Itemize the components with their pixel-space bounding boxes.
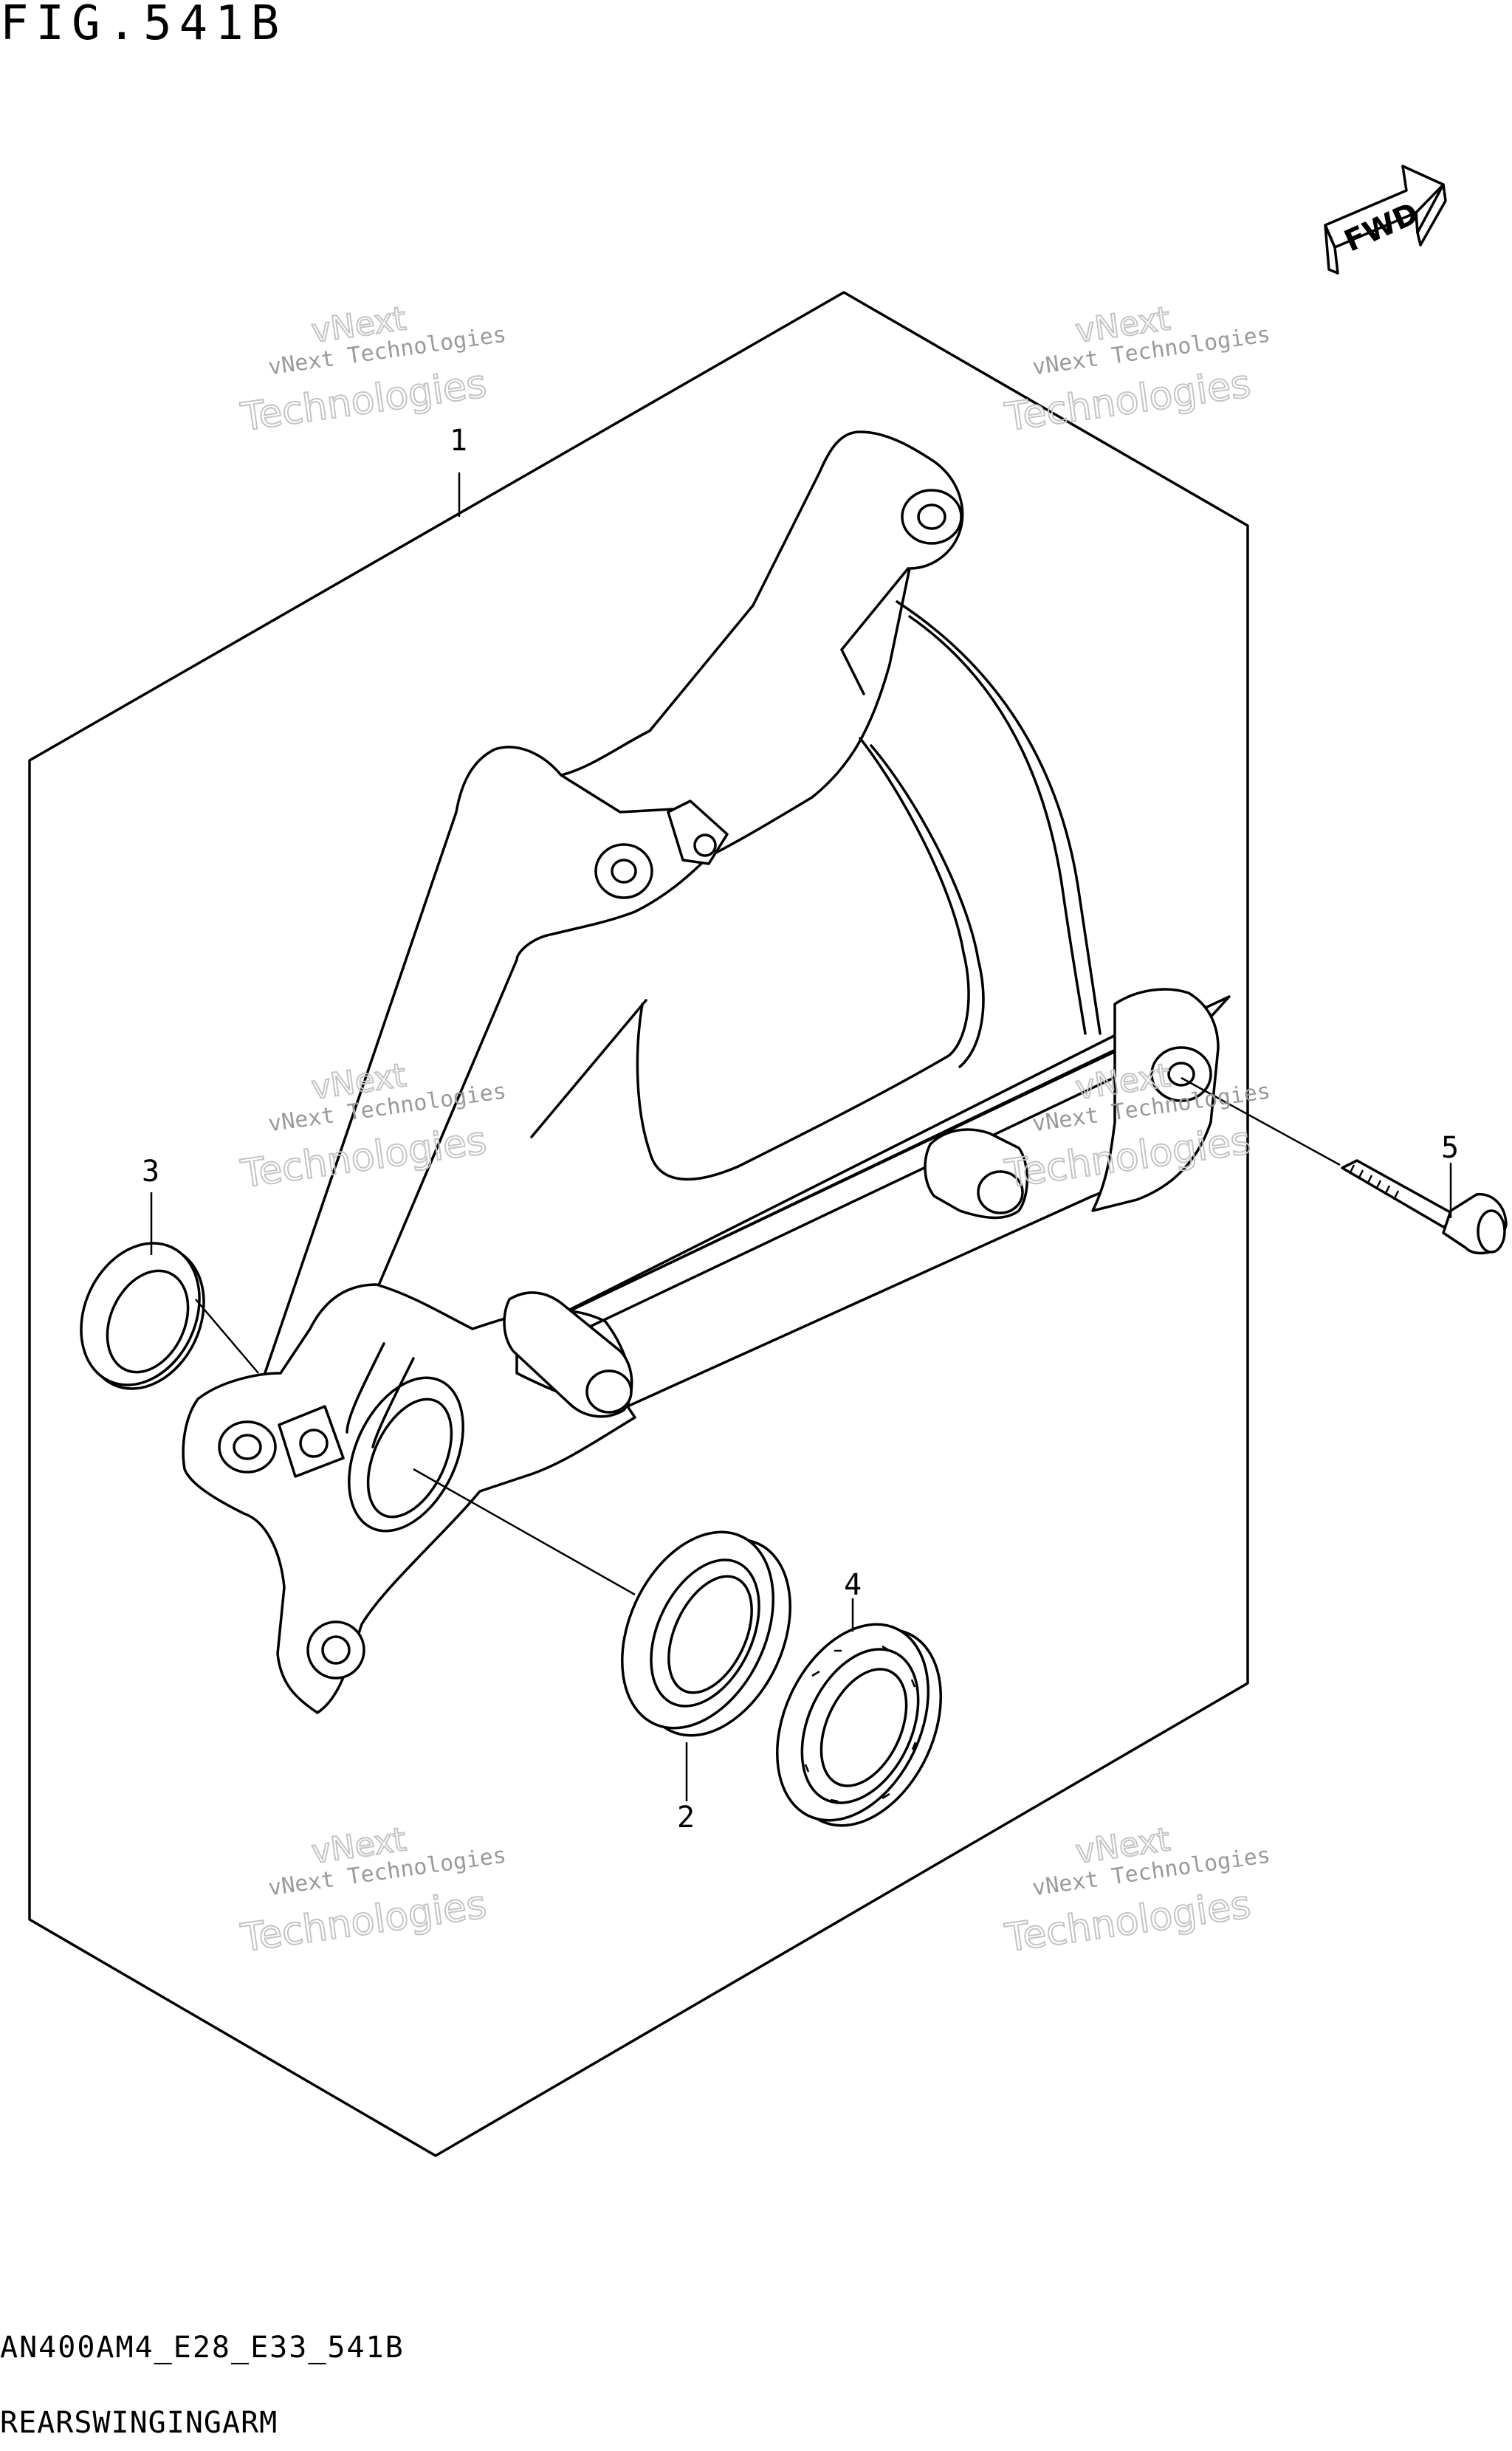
fwd-arrow-icon: FWD bbox=[1324, 165, 1447, 275]
figure-name: REARSWINGINGARM bbox=[0, 2406, 278, 2440]
figure-title: FIG.541B bbox=[0, 0, 287, 51]
watermark-bottom-right: vNext vNext Technologies Technologies bbox=[1001, 1820, 1271, 1962]
callout-5: 5 bbox=[1441, 1131, 1459, 1165]
callout-4: 4 bbox=[844, 1568, 862, 1602]
watermark-mid-right: vNext vNext Technologies Technologies bbox=[1001, 1056, 1271, 1197]
callout-3: 3 bbox=[142, 1155, 159, 1189]
callout-2: 2 bbox=[677, 1801, 695, 1835]
watermark-bottom-left: vNext vNext Technologies Technologies bbox=[237, 1820, 507, 1962]
watermark-top-left: vNext vNext Technologies Technologies bbox=[237, 299, 507, 441]
bearing bbox=[621, 1530, 791, 1737]
pivot-bolt bbox=[1341, 1159, 1508, 1255]
oil-seal-left bbox=[80, 1242, 205, 1390]
swinging-arm bbox=[182, 430, 1231, 1714]
watermark-top-right: vNext vNext Technologies Technologies bbox=[1001, 299, 1271, 441]
assembly-frame bbox=[28, 291, 1249, 2157]
dust-seal bbox=[776, 1623, 942, 1827]
figure-code: AN400AM4_E28_E33_541B bbox=[0, 2331, 405, 2365]
callout-1: 1 bbox=[450, 424, 467, 458]
leader-lines bbox=[150, 472, 1452, 1801]
